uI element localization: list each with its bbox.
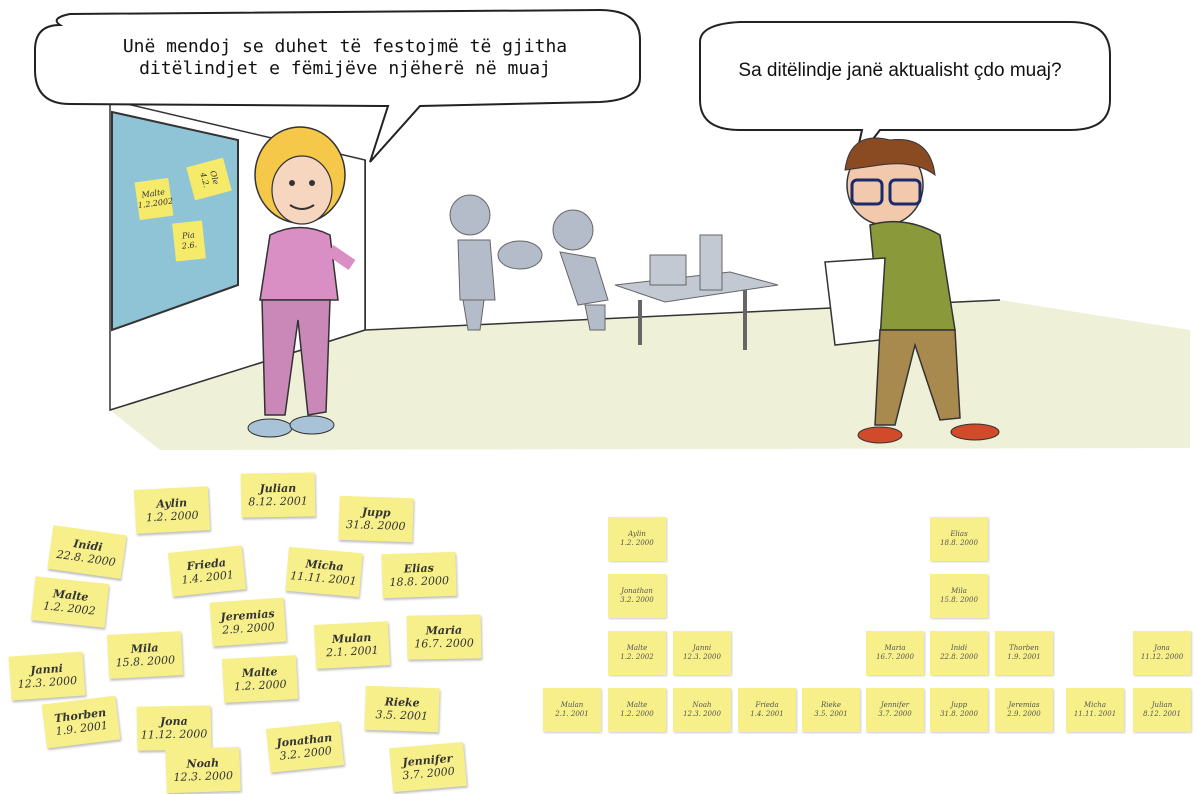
classroom-illustration bbox=[34, 8, 1190, 450]
gift-table bbox=[614, 234, 779, 350]
right-speech-text: Sa ditëlindje janë aktualisht çdo muaj? bbox=[738, 60, 1062, 81]
girl-figure bbox=[247, 126, 356, 438]
kids-with-cake bbox=[449, 194, 609, 331]
left-speech-bubble bbox=[34, 8, 641, 163]
left-speech-text: Unë mendoj se duhet të festojmë të gjith… bbox=[122, 36, 568, 79]
boy-figure bbox=[824, 137, 1000, 444]
right-speech-bubble bbox=[699, 21, 1111, 163]
